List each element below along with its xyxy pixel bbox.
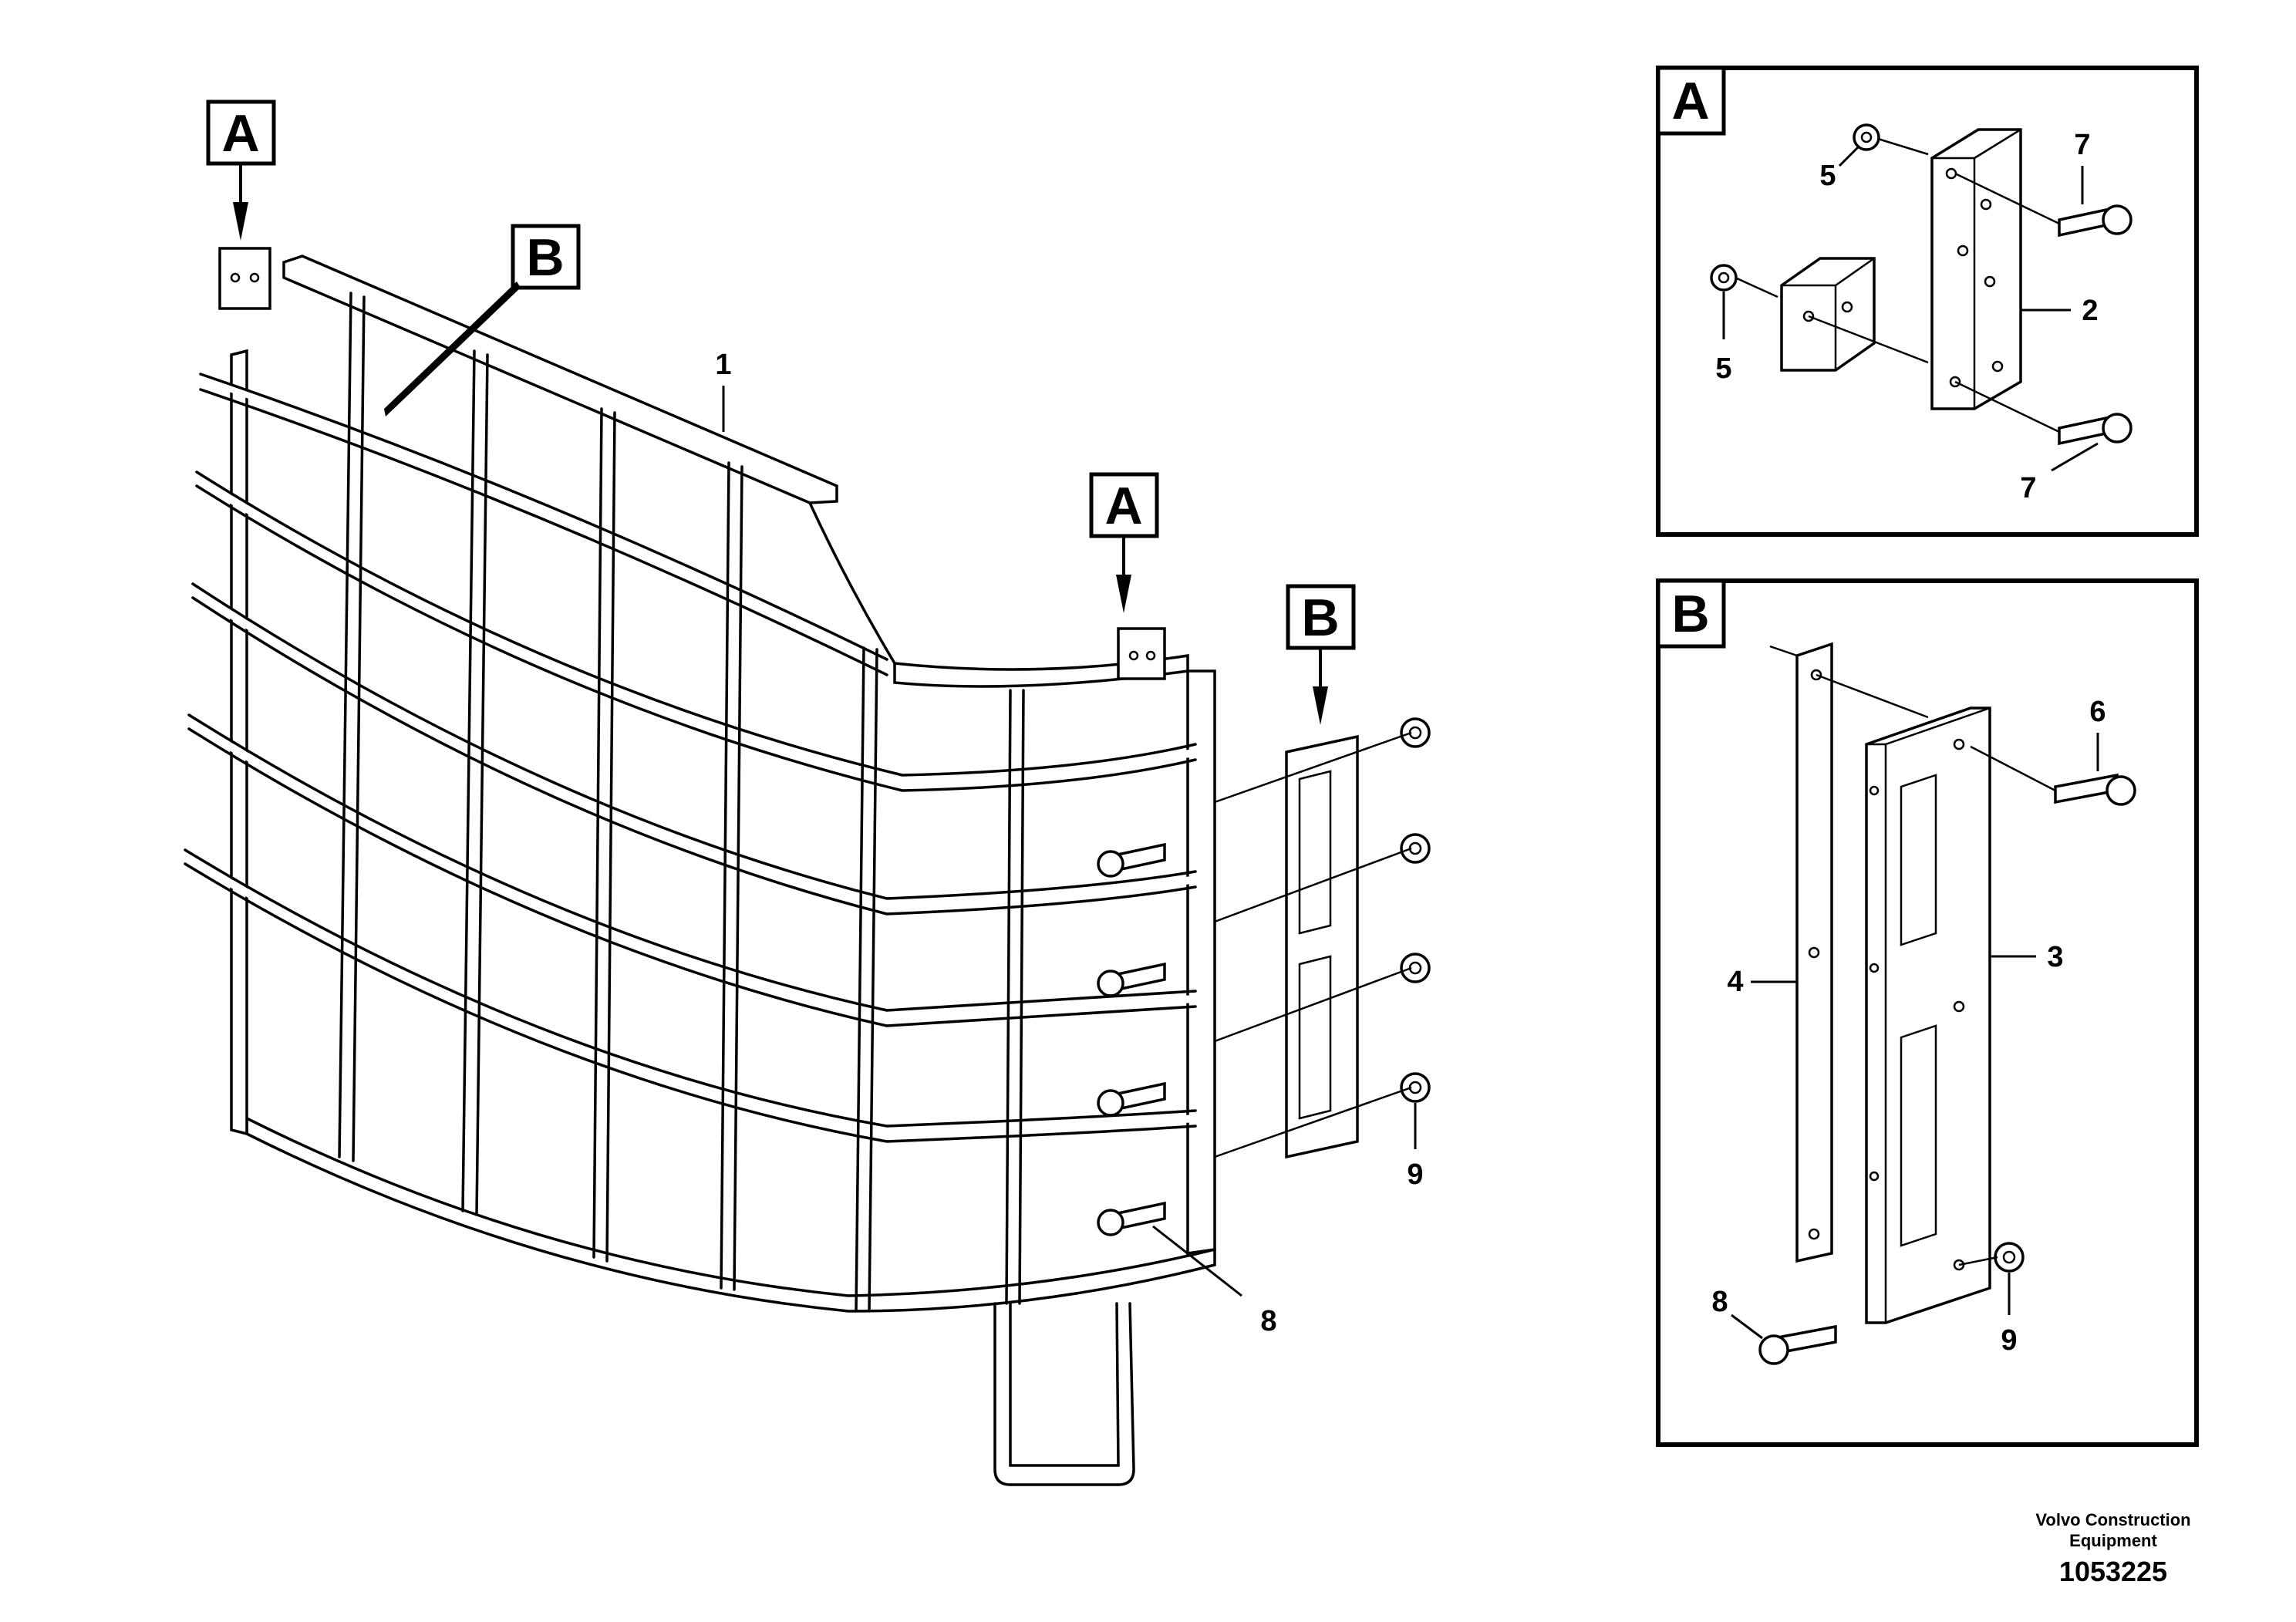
- svg-text:B: B: [1301, 588, 1339, 647]
- detail-b-label: B: [1671, 585, 1709, 643]
- view-marker-b-top: B: [384, 224, 581, 416]
- document-number: 1053225: [2059, 1556, 2167, 1587]
- view-marker-b-right: B: [1286, 584, 1356, 725]
- callout-9: 9: [1407, 1103, 1424, 1191]
- callout-b-3: 3: [2047, 941, 2063, 973]
- bolt-group: [1097, 842, 1166, 1236]
- svg-text:1: 1: [715, 349, 731, 381]
- callout-b-9: 9: [2001, 1324, 2017, 1357]
- view-marker-a-top: A: [206, 99, 276, 241]
- footer-brand: Volvo Construction Equipment 1053225: [2035, 1510, 2190, 1587]
- svg-text:B: B: [526, 228, 564, 287]
- callout-a-2: 2: [2082, 295, 2098, 327]
- svg-text:8: 8: [1260, 1305, 1276, 1337]
- callout-a-5-bottom: 5: [1715, 352, 1731, 385]
- callout-a-5-top: 5: [1819, 160, 1836, 192]
- detail-a-label: A: [1671, 72, 1709, 130]
- callout-a-7-top: 7: [2074, 129, 2090, 161]
- view-marker-a-right: A: [1089, 472, 1159, 613]
- callout-b-4: 4: [1727, 966, 1743, 998]
- nut-group: [1400, 717, 1431, 1103]
- callout-8: 8: [1152, 1225, 1277, 1337]
- callout-a-7-bottom: 7: [2020, 472, 2036, 504]
- callout-b-6: 6: [2089, 696, 2106, 728]
- svg-text:9: 9: [1407, 1158, 1423, 1191]
- svg-text:A: A: [1104, 477, 1142, 535]
- svg-text:A: A: [221, 104, 259, 163]
- detail-b-panel: B 6 4 3 8: [1656, 578, 2199, 1447]
- detail-a-panel: A 5 5 7: [1656, 66, 2199, 537]
- callout-1: 1: [715, 349, 732, 432]
- brand-line-2: Equipment: [2069, 1531, 2157, 1550]
- callout-b-8: 8: [1711, 1286, 1728, 1318]
- brand-line-1: Volvo Construction: [2035, 1510, 2190, 1529]
- guard-assembly-drawing: [181, 247, 1431, 1486]
